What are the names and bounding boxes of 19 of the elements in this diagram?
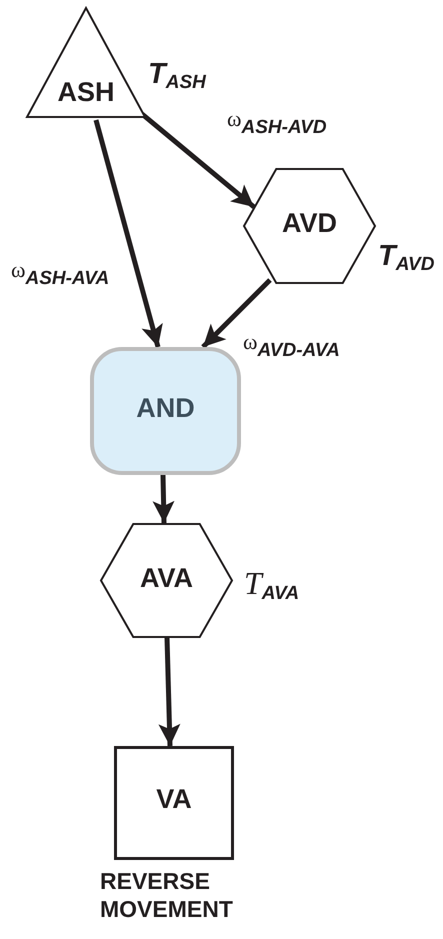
output-label: REVERSE MOVEMENT: [100, 868, 234, 924]
arrow: [158, 636, 180, 746]
hexagon-node: [243, 168, 376, 284]
rounded-box: [90, 347, 241, 475]
node-label: AVA: [140, 563, 193, 594]
time-constant-label: T$_{AVD}$: [378, 240, 434, 276]
node-label: AVD: [282, 208, 337, 239]
arrow: [94, 119, 163, 348]
node-label: ASH: [57, 77, 114, 108]
node-label: VA: [156, 784, 192, 815]
time-constant-label: T$_{AVA}$: [244, 565, 300, 605]
node-label: AND: [136, 393, 195, 424]
arrow: [152, 474, 175, 524]
arrow: [201, 278, 272, 349]
hexagon-node: [100, 523, 233, 638]
triangle-node: [26, 7, 146, 118]
time-constant-label: T$_{ASH}$: [148, 58, 206, 94]
square-box: [114, 746, 234, 860]
arrow: [140, 112, 256, 209]
